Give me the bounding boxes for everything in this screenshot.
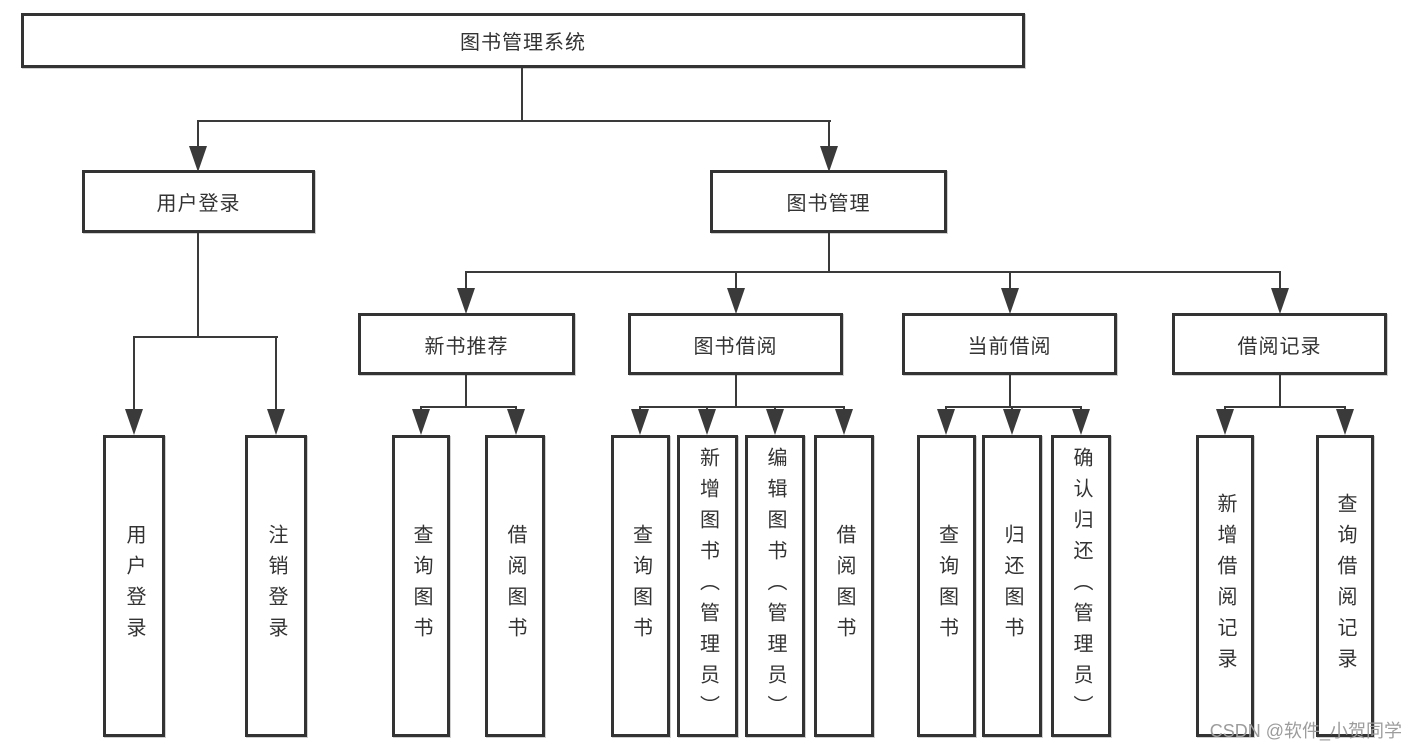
node-label: 图书管理系统 <box>460 32 586 54</box>
connector-line <box>521 68 523 122</box>
leaf-return-books: 归还图书 <box>982 435 1042 737</box>
node-label: 注销登录 <box>265 524 287 648</box>
leaf-borrow-borrow-books: 借阅图书 <box>814 435 874 737</box>
node-label: 借阅图书 <box>833 524 855 648</box>
node-label: 用户登录 <box>123 524 145 648</box>
arrow-down-icon <box>267 409 285 435</box>
node-label: 确认归还（管理员） <box>1070 446 1092 726</box>
node-label: 查询图书 <box>629 524 652 648</box>
connector-line <box>465 271 1281 273</box>
leaf-add-borrow-record: 新增借阅记录 <box>1196 435 1254 737</box>
connector-line <box>1279 271 1281 293</box>
connector-line <box>133 336 135 412</box>
arrow-down-icon <box>1003 409 1021 435</box>
arrow-down-icon <box>412 409 430 435</box>
arrow-down-icon <box>631 409 649 435</box>
node-label: 归还图书 <box>1001 524 1023 648</box>
node-label: 编辑图书（管理员） <box>764 446 786 726</box>
node-label: 查询图书 <box>935 524 958 648</box>
watermark: CSDN @软件_小贺同学 <box>1209 721 1402 741</box>
arrow-down-icon <box>820 146 838 172</box>
connector-line <box>1009 375 1011 408</box>
node-label: 当前借阅 <box>967 335 1052 358</box>
node-label: 查询借阅记录 <box>1334 493 1356 679</box>
arrow-down-icon <box>937 409 955 435</box>
arrow-down-icon <box>1001 288 1019 314</box>
node-label: 图书管理 <box>786 193 871 215</box>
leaf-confirm-return-admin: 确认归还（管理员） <box>1051 435 1111 737</box>
connector-line <box>1009 271 1011 293</box>
node-label: 借阅记录 <box>1237 335 1322 358</box>
arrow-down-icon <box>766 409 784 435</box>
node-label: 新增图书（管理员） <box>696 446 719 726</box>
arrow-down-icon <box>1216 409 1234 435</box>
node-user-login: 用户登录 <box>82 170 315 233</box>
connector-line <box>197 120 199 150</box>
arrow-down-icon <box>457 288 475 314</box>
arrow-down-icon <box>727 288 745 314</box>
arrow-down-icon <box>125 409 143 435</box>
leaf-add-books-admin: 新增图书（管理员） <box>677 435 738 737</box>
arrow-down-icon <box>835 409 853 435</box>
leaf-borrow-query-books: 查询图书 <box>611 435 670 737</box>
connector-line <box>465 375 467 408</box>
node-book-borrow: 图书借阅 <box>628 313 843 375</box>
connector-line <box>420 406 517 408</box>
leaf-query-borrow-record: 查询借阅记录 <box>1316 435 1374 737</box>
arrow-down-icon <box>189 146 207 172</box>
leaf-edit-books-admin: 编辑图书（管理员） <box>745 435 805 737</box>
node-label: 新增借阅记录 <box>1214 493 1236 679</box>
connector-line <box>1279 375 1281 408</box>
connector-line <box>197 120 831 122</box>
node-label: 新书推荐 <box>424 335 509 358</box>
node-book-management: 图书管理 <box>710 170 947 233</box>
node-library-management-system: 图书管理系统 <box>21 13 1025 68</box>
connector-line <box>465 271 467 293</box>
leaf-current-query-books: 查询图书 <box>917 435 976 737</box>
connector-line <box>735 271 737 293</box>
node-new-book-recommend: 新书推荐 <box>358 313 575 375</box>
leaf-logout: 注销登录 <box>245 435 307 737</box>
connector-line <box>828 233 830 273</box>
arrow-down-icon <box>1336 409 1354 435</box>
leaf-recommend-query-books: 查询图书 <box>392 435 450 737</box>
arrow-down-icon <box>1072 409 1090 435</box>
node-label: 借阅图书 <box>504 524 526 648</box>
connector-line <box>828 120 830 150</box>
leaf-recommend-borrow-books: 借阅图书 <box>485 435 545 737</box>
node-current-borrow: 当前借阅 <box>902 313 1117 375</box>
leaf-user-login: 用户登录 <box>103 435 165 737</box>
connector-line <box>639 406 845 408</box>
connector-line <box>735 375 737 408</box>
connector-line <box>197 233 199 338</box>
arrow-down-icon <box>507 409 525 435</box>
connector-line <box>945 406 1082 408</box>
connector-line <box>133 336 278 338</box>
node-label: 查询图书 <box>410 524 432 648</box>
node-label: 用户登录 <box>156 193 241 215</box>
arrow-down-icon <box>1271 288 1289 314</box>
node-borrow-records: 借阅记录 <box>1172 313 1387 375</box>
connector-line <box>275 336 277 412</box>
arrow-down-icon <box>698 409 716 435</box>
connector-line <box>1224 406 1346 408</box>
node-label: 图书借阅 <box>693 335 778 358</box>
